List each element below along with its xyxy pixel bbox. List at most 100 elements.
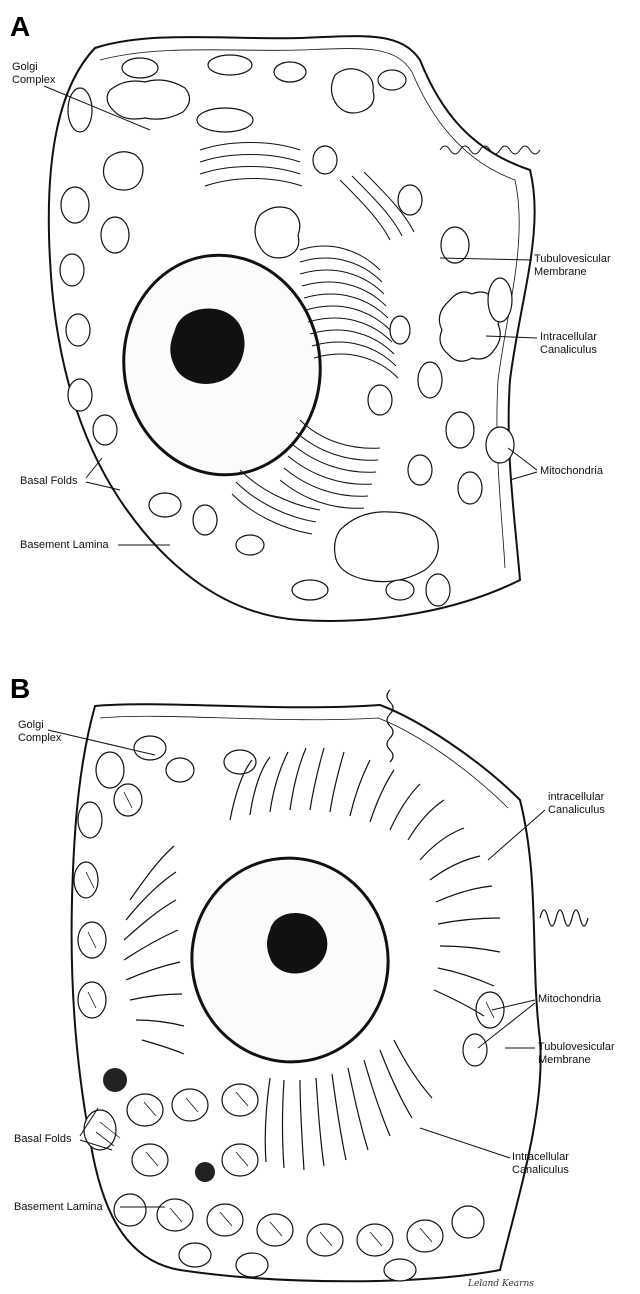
panel-a-canaliculus-top2 [331,69,373,113]
mitochondrion [127,1094,163,1126]
panel-a-label-golgi: Golgi Complex [12,61,56,86]
mitochondrion [101,217,129,253]
mitochondrion [114,1194,146,1226]
label-line-1: Golgi [12,61,38,73]
mitochondrion [452,1206,484,1238]
mitochondrion [66,314,90,346]
panel-b-label-canaliculus-lower: Intracellular Canaliculus [512,1151,569,1176]
mitochondrion [292,580,328,600]
panel-b-label-basal-folds: Basal Folds [14,1133,72,1145]
label-line-1: Tubulovesicular [538,1041,615,1053]
mitochondrion [68,88,92,132]
mitochondrion [274,62,306,82]
label-line-1: Intracellular [540,331,597,343]
mitochondrion [157,1199,193,1231]
mitochondrion [179,1243,211,1267]
panel-a-label-basal-folds: Basal Folds [20,475,78,487]
label-line-2: Membrane [538,1054,591,1066]
mitochondrion [193,505,217,535]
mitochondrion [68,379,92,411]
panel-b-apical-microvilli-right [540,910,588,926]
mitochondrion [122,58,158,78]
mitochondrion [408,455,432,485]
panel-b-inner-membrane [100,716,508,808]
label-line-2: Canaliculus [548,804,605,816]
panel-b-letter: B [10,673,30,704]
panel-a-canaliculus-left [104,152,144,190]
mitochondrion [149,493,181,517]
mitochondrion [166,758,194,782]
mitochondrion [378,70,406,90]
panel-a-letter: A [10,11,30,42]
mitochondrion [463,1034,487,1066]
leader-line [508,448,537,470]
mitochondrion [222,1084,258,1116]
mitochondrion [257,1214,293,1246]
mitochondrion [418,362,442,398]
mitochondrion [458,472,482,504]
panel-b-dense-granule [103,1068,127,1092]
panel-b-label-canaliculus-upper: intracellular Canaliculus [548,791,605,816]
mitochondrion [197,108,253,132]
mitochondrion [307,1224,343,1256]
mitochondrion [426,574,450,606]
mitochondrion [96,752,124,788]
label-line-2: Canaliculus [540,344,597,356]
mitochondrion [60,254,84,286]
mitochondrion [93,415,117,445]
mitochondrion [398,185,422,215]
label-line-1: Tubulovesicular [534,253,611,265]
mitochondrion [172,1089,208,1121]
leader-line [86,482,120,490]
leader-line [488,810,545,860]
mitochondrion [390,316,410,344]
mitochondrion [222,1144,258,1176]
mitochondrion [313,146,337,174]
panel-b: B [10,673,615,1289]
panel-a: A [10,11,611,621]
mitochondrion [78,802,102,838]
mitochondrion [407,1220,443,1252]
mitochondrion [368,385,392,415]
mitochondrion [134,736,166,760]
panel-b-label-basement-lamina: Basement Lamina [14,1201,104,1213]
mitochondrion [488,278,512,322]
artist-signature: Leland Kearns [467,1279,534,1289]
mitochondrion [386,580,414,600]
mitochondrion [61,187,89,223]
label-line-1: intracellular [548,791,605,803]
mitochondrion [132,1144,168,1176]
panel-a-canaliculus-bottom [335,512,439,582]
leader-line [420,1128,510,1158]
panel-b-apical-microvilli-top [387,690,393,762]
mitochondrion [236,535,264,555]
leader-line [86,458,102,478]
mitochondrion [236,1253,268,1277]
panel-a-canaliculus-top1 [107,80,189,119]
panel-a-apical-microvilli [440,146,540,154]
label-line-2: Complex [12,74,56,86]
panel-b-dense-granule [195,1162,215,1182]
label-line-1: Golgi [18,719,44,731]
mitochondrion [74,862,98,898]
mitochondrion [486,427,514,463]
leader-line [510,472,537,480]
panel-b-label-mitochondria: Mitochondria [538,993,602,1005]
mitochondrion [441,227,469,263]
panel-a-label-canaliculus: Intracellular Canaliculus [540,331,597,356]
mitochondrion [357,1224,393,1256]
mitochondrion [384,1259,416,1281]
panel-b-label-tubulovesicular: Tubulovesicular Membrane [538,1041,615,1066]
label-line-2: Canaliculus [512,1164,569,1176]
mitochondrion [207,1204,243,1236]
mitochondrion [446,412,474,448]
panel-a-label-mitochondria: Mitochondria [540,465,604,477]
panel-a-label-basement-lamina: Basement Lamina [20,539,110,551]
panel-a-label-tubulovesicular: Tubulovesicular Membrane [534,253,611,278]
panel-a-canaliculus-mid [255,207,300,258]
label-line-2: Complex [18,732,62,744]
label-line-1: Intracellular [512,1151,569,1163]
label-line-2: Membrane [534,266,587,278]
mitochondrion [208,55,252,75]
